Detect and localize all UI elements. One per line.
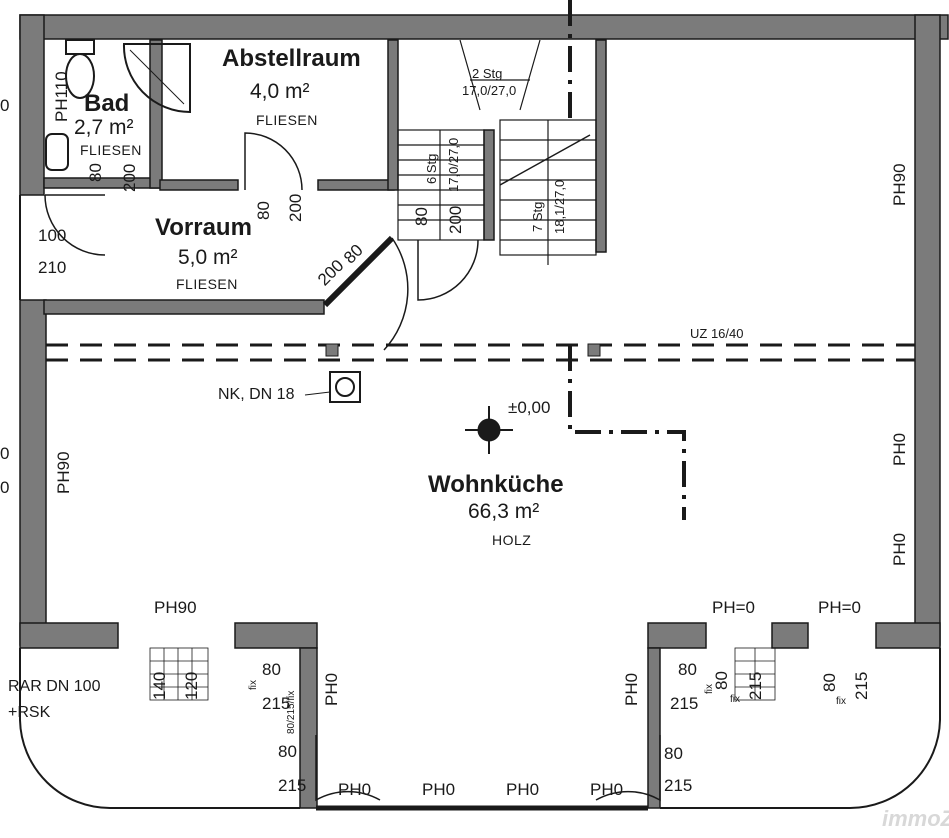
window-grids (149, 647, 776, 701)
window-label-ph90-bottom: PH90 (154, 598, 197, 617)
dim-rp-h: 215 (670, 694, 699, 713)
window-label-ph0-bottom-4: PH0 (590, 780, 624, 799)
dim-bad-door-h: 200 (120, 163, 139, 192)
dim-lp-w: 80 (262, 660, 281, 679)
dim-rw-fix: fix (836, 696, 846, 707)
window-label-ph0-bottom-1: PH0 (338, 780, 372, 799)
right-pier-door (595, 735, 661, 802)
dim-rp-w: 80 (678, 660, 697, 679)
toilet-bowl (65, 53, 95, 99)
shower-tray (122, 43, 191, 114)
dim-rw-b: 215 (852, 671, 871, 700)
dim-entry-h: 210 (38, 258, 67, 277)
room-name-bad: Bad (84, 90, 130, 117)
stair-door-swing (417, 239, 479, 301)
stair-right-dims: 18,1/27,0 (552, 179, 567, 234)
dim-bad-door-w: 80 (86, 163, 105, 182)
doors (44, 132, 661, 802)
stair-left-dims: 17,0/27,0 (446, 137, 461, 192)
left-pier-door (315, 735, 381, 802)
rar-label: RAR DN 100 (8, 678, 101, 695)
dim-rp-win-b: 215 (746, 671, 765, 700)
dim-edge-0b: 0 (0, 444, 10, 463)
dim-edge-0c: 0 (0, 478, 10, 497)
dim-rw-a: 80 (820, 673, 839, 692)
beam-lines (46, 343, 915, 362)
dim-stair-door-h: 200 (446, 205, 465, 234)
window-label-ph0-left-pier: PH0 (322, 672, 341, 706)
stairs (397, 39, 597, 265)
dim-rp-door-h: 215 (664, 776, 693, 795)
dim-lp-fix: fix (248, 680, 259, 690)
room-material-vorraum: FLIESEN (176, 276, 238, 292)
dim-stair-door-w: 80 (412, 207, 431, 226)
dim-entry-w: 100 (38, 226, 67, 245)
room-name-vorraum: Vorraum (155, 214, 252, 241)
diag-door-swing (383, 237, 409, 351)
room-material-wohnkueche: HOLZ (492, 532, 532, 548)
stair-right-steps: 7 Stg (530, 201, 545, 232)
dim-abst-door-w: 80 (254, 201, 273, 220)
abst-door-swing (244, 132, 303, 191)
dim-rp-door-w: 80 (664, 744, 683, 763)
dim-rp-fix2: fix (730, 694, 740, 705)
window-label-ph0-right-b: PH0 (890, 532, 909, 566)
entry-door-swing (44, 194, 106, 256)
rsk-label: +RSK (8, 704, 51, 721)
room-area-abstellraum: 4,0 m² (250, 80, 310, 103)
level-marker (465, 406, 513, 454)
walls (19, 14, 949, 809)
dim-left-win-b: 120 (182, 671, 201, 700)
washbasin (45, 133, 69, 171)
dashdot-outline (568, 0, 686, 520)
toilet-tank (65, 39, 95, 55)
room-area-vorraum: 5,0 m² (178, 246, 238, 269)
level-label: ±0,00 (508, 398, 551, 417)
dim-lp-door-w: 80 (278, 742, 297, 761)
window-label-ph0-right-pier: PH0 (622, 672, 641, 706)
nk-fixture (304, 343, 601, 403)
watermark: immoZ (882, 806, 949, 831)
room-material-bad: FLIESEN (80, 142, 142, 158)
room-name-abstellraum: Abstellraum (222, 45, 361, 72)
window-label-ph-eq0-a: PH=0 (712, 598, 755, 617)
window-label-ph-eq0-b: PH=0 (818, 598, 861, 617)
window-label-ph0-right-a: PH0 (890, 432, 909, 466)
dim-edge-0a: 0 (0, 96, 10, 115)
terrace-outline (19, 195, 941, 811)
stair-left-steps: 6 Stg (424, 153, 439, 184)
window-label-ph110: PH110 (52, 71, 71, 122)
room-area-wohnkueche: 66,3 m² (468, 500, 540, 523)
dim-left-win-a: 140 (150, 671, 169, 700)
room-area-bad: 2,7 m² (74, 116, 134, 139)
window-label-ph90-left: PH90 (54, 451, 73, 494)
dim-lp-h: 215 (262, 694, 291, 713)
nk-label: NK, DN 18 (218, 386, 295, 403)
room-material-abstellraum: FLIESEN (256, 112, 318, 128)
dim-lp-door-h: 215 (278, 776, 307, 795)
window-label-ph0-bottom-2: PH0 (422, 780, 456, 799)
window-label-ph90-right: PH90 (890, 163, 909, 206)
dim-lp-sub: 80/215/fix (286, 690, 297, 734)
uz-label: UZ 16/40 (690, 326, 744, 341)
dim-abst-door-h: 200 (286, 193, 305, 222)
bath-fixtures (45, 39, 191, 171)
dim-rp-win-a: 80 (712, 671, 731, 690)
stair-upper-dims: 17,0/27,0 (462, 83, 517, 98)
stair-upper-steps: 2 Stg (472, 66, 503, 81)
room-name-wohnkueche: Wohnküche (428, 471, 564, 498)
window-label-ph0-bottom-3: PH0 (506, 780, 540, 799)
